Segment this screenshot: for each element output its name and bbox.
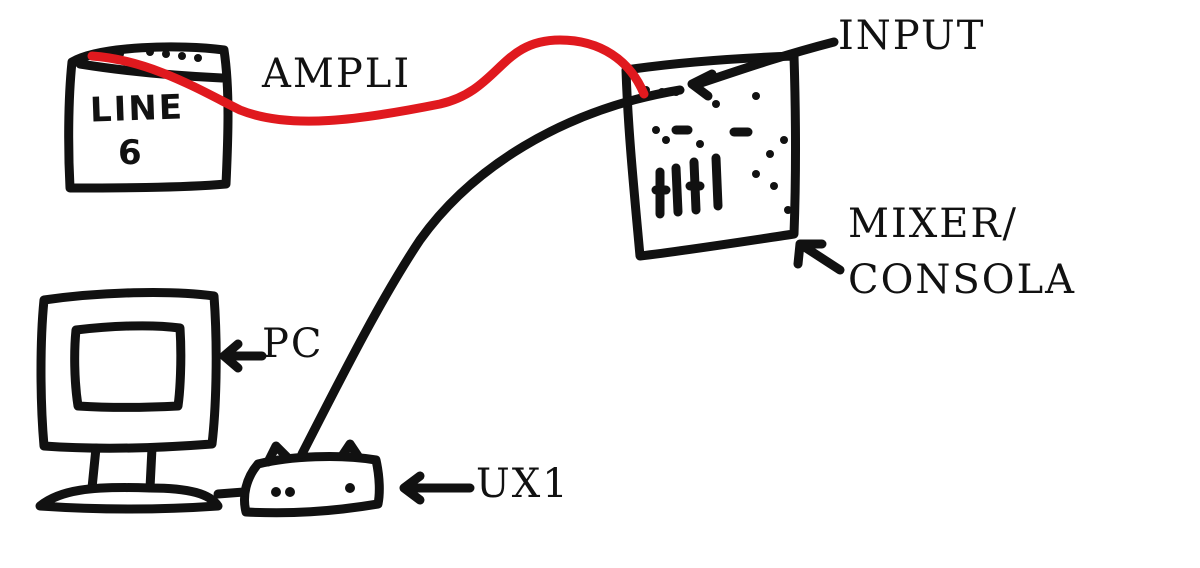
mixer-knob (712, 100, 720, 108)
mixer-box (621, 51, 800, 261)
red-cable (87, 35, 649, 126)
ux1-cable (297, 85, 685, 459)
label-ux1: UX1 (476, 461, 570, 507)
label-mixer-line1: MIXER/ (848, 201, 1019, 247)
amplifier-knob (178, 52, 186, 60)
mixer-knob (752, 92, 760, 100)
ux1-knob (285, 487, 295, 497)
monitor-screen (70, 321, 186, 412)
ux1-bump (263, 441, 293, 467)
mixer-knob (766, 150, 774, 158)
mixer-knob (696, 140, 704, 148)
label-input: INPUT (838, 13, 986, 59)
mixer-knob (784, 206, 792, 214)
monitor-outer (36, 288, 221, 453)
mixer-knob (752, 170, 760, 178)
ux1-knob (271, 487, 281, 497)
mixer-knob (662, 136, 670, 144)
input-wire (693, 37, 839, 89)
label-pc: PC (262, 321, 324, 367)
amplifier-knob (146, 48, 154, 56)
mixer-fader (711, 153, 723, 211)
amplifier-box (64, 42, 233, 193)
amplifier-model-text: 6 (118, 133, 142, 173)
amplifier-knob (194, 54, 202, 62)
ux1-arrow-icon (399, 471, 475, 505)
pc-ux1-cable (213, 487, 249, 499)
mixer-knob (658, 88, 666, 96)
label-mixer-line2: CONSOLA (848, 257, 1077, 303)
label-mixer-consola: MIXER/ CONSOLA (848, 196, 1076, 308)
ux1-box (240, 452, 384, 518)
monitor-stand (87, 443, 157, 493)
ux1-bump (337, 439, 363, 461)
mixer-knob (770, 182, 778, 190)
mixer-arrow-icon (793, 239, 845, 275)
mixer-fader (671, 163, 683, 217)
monitor-base (35, 483, 223, 514)
mixer-knob (780, 136, 788, 144)
amplifier-knob (162, 50, 170, 58)
input-arrow-icon (687, 69, 717, 101)
ux1-knob (345, 483, 355, 493)
amplifier-brand-text: LINE (89, 87, 185, 131)
mixer-knob (672, 88, 680, 96)
pc-arrow-icon (219, 339, 267, 373)
label-ampli: AMPLI (262, 51, 412, 97)
mixer-knob (652, 126, 660, 134)
